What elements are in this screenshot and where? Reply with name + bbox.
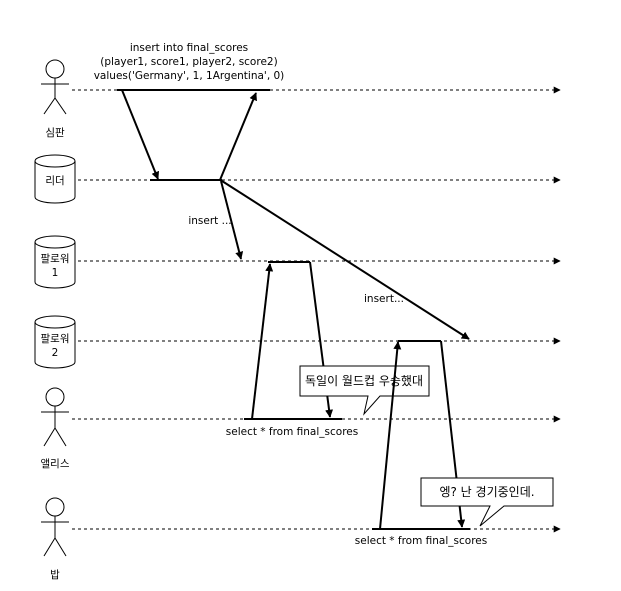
bob-actor-icon (41, 497, 69, 557)
referee-actor-icon (41, 59, 69, 115)
insert-text-line1: insert into final_scores (130, 42, 248, 54)
follower1-database-icon (34, 235, 76, 289)
follower2-label-line1: 팔로워 (41, 332, 70, 345)
replication-arrow-follower2 (221, 180, 470, 340)
write-arrow-referee-to-leader (121, 89, 160, 180)
bob-query-label: select * from final_scores (355, 535, 487, 547)
replication-arrow-follower1 (220, 180, 244, 260)
insert-text-line2: (player1, score1, player2, score2) (100, 56, 277, 68)
alice-bubble-text: 독일이 월드컵 우승했대 (305, 374, 423, 388)
insert-text-line3: values('Germany', 1, 1Argentina', 0) (94, 70, 285, 82)
ack-arrow-leader-to-referee (219, 92, 257, 181)
bob-label: 밥 (50, 569, 60, 581)
alice-label: 앨리스 (41, 457, 70, 470)
leader-database-icon (34, 154, 76, 204)
alice-speech-bubble (299, 365, 430, 416)
alice-query-label: select * from final_scores (226, 426, 358, 438)
referee-label: 심판 (45, 127, 65, 139)
leader-label: 리더 (45, 175, 64, 187)
alice-query-arrow (251, 263, 274, 420)
replication-label-follower2: insert... (364, 293, 404, 305)
bob-query-arrow (379, 341, 402, 530)
bob-speech-bubble (420, 477, 554, 527)
alice-actor-icon (41, 387, 69, 447)
follower1-label-line2: 1 (52, 267, 59, 279)
bob-bubble-text: 엥? 난 경기중인데. (439, 485, 534, 499)
follower2-database-icon (34, 315, 76, 369)
follower2-label-line2: 2 (52, 347, 59, 359)
follower1-label-line1: 팔로워 (41, 252, 70, 265)
replication-label-follower1: insert ... (188, 215, 231, 227)
